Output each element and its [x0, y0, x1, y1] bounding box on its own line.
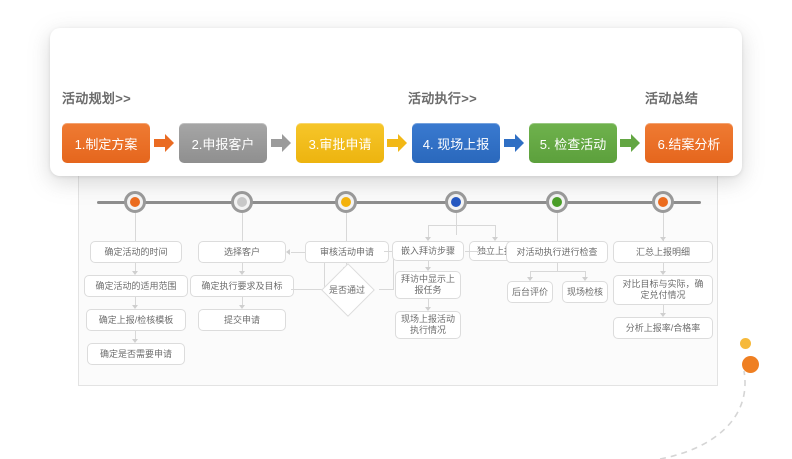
timeline-stem [663, 213, 664, 243]
step-arrow-icon-3 [387, 134, 407, 152]
arrow-down-icon [425, 307, 431, 311]
timeline-node-dot [552, 197, 562, 207]
step-arrow-icon-2 [271, 134, 291, 152]
flow-box[interactable]: 现场检核 [562, 281, 608, 303]
timeline-node-dot [237, 197, 247, 207]
arrow-down-icon [132, 305, 138, 309]
step-chip-4[interactable]: 4. 现场上报 [412, 123, 500, 163]
decorative-dot-small [740, 338, 751, 349]
arrow-down-icon [660, 271, 666, 275]
connector [291, 289, 325, 290]
timeline-axis [97, 201, 701, 204]
flowchart-panel: 确定活动的时间 确定活动的适用范围 确定上报/检核模板 确定是否需要申请 选择客… [78, 162, 718, 386]
process-overview-card: 活动规划>> 活动执行>> 活动总结 1.制定方案 2.申报客户 3.审批申请 … [50, 28, 742, 176]
connector [663, 305, 664, 313]
connector [384, 251, 394, 252]
step-arrow-icon-1 [154, 134, 174, 152]
flow-box[interactable]: 对活动执行进行检查 [506, 241, 608, 263]
decorative-dot-large [742, 356, 759, 373]
connector [242, 263, 243, 271]
flow-decision-label: 是否通过 [328, 284, 365, 295]
step-chip-2[interactable]: 2.申报客户 [179, 123, 267, 163]
flow-box[interactable]: 提交申请 [198, 309, 286, 331]
connector [428, 225, 429, 237]
decorative-swoosh [659, 370, 746, 459]
connector [585, 271, 586, 277]
stage-label-execution: 活动执行>> [408, 91, 477, 106]
connector [663, 263, 664, 271]
flow-box[interactable]: 分析上报率/合格率 [613, 317, 713, 339]
arrow-down-icon [132, 339, 138, 343]
stage-label-planning: 活动规划>> [62, 91, 131, 106]
step-chip-5[interactable]: 5. 检查活动 [529, 123, 617, 163]
arrow-down-icon [660, 237, 666, 241]
flow-box[interactable]: 嵌入拜访步骤 [392, 241, 464, 261]
stage-label-summary: 活动总结 [645, 91, 699, 106]
connector [135, 263, 136, 271]
arrow-down-icon [425, 267, 431, 271]
timeline-stem [242, 213, 243, 243]
timeline-node-5[interactable] [546, 191, 568, 213]
flow-box[interactable]: 拜访中显示上 报任务 [395, 271, 461, 299]
timeline-node-dot [341, 197, 351, 207]
flow-box[interactable]: 确定上报/检核模板 [86, 309, 186, 331]
arrow-down-icon [582, 277, 588, 281]
connector [456, 213, 457, 225]
timeline-node-3[interactable] [335, 191, 357, 213]
flow-box[interactable]: 确定活动的适用范围 [84, 275, 188, 297]
flow-box[interactable]: 现场上报活动 执行情况 [395, 311, 461, 339]
flow-box[interactable]: 汇总上报明细 [613, 241, 713, 263]
timeline-node-dot [658, 197, 668, 207]
flow-decision[interactable]: 是否通过 [311, 263, 383, 317]
step-chip-3[interactable]: 3.审批申请 [296, 123, 384, 163]
flow-box[interactable]: 对比目标与实际，确 定兑付情况 [613, 275, 713, 305]
flow-box[interactable]: 审核活动申请 [305, 241, 389, 263]
timeline-node-6[interactable] [652, 191, 674, 213]
arrow-down-icon [660, 313, 666, 317]
step-chip-1[interactable]: 1.制定方案 [62, 123, 150, 163]
connector [135, 331, 136, 339]
connector [495, 225, 496, 237]
timeline-node-1[interactable] [124, 191, 146, 213]
flow-box[interactable]: 确定执行要求及目标 [190, 275, 294, 297]
arrow-down-icon [132, 271, 138, 275]
connector [428, 225, 495, 226]
timeline-node-2[interactable] [231, 191, 253, 213]
timeline-stem [135, 213, 136, 243]
step-arrow-icon-5 [620, 134, 640, 152]
arrow-down-icon [492, 237, 498, 241]
connector [324, 252, 325, 290]
arrow-down-icon [527, 277, 533, 281]
timeline-stem [346, 213, 347, 243]
timeline-node-dot [130, 197, 140, 207]
flow-box[interactable]: 后台评价 [507, 281, 553, 303]
connector [530, 271, 531, 277]
arrow-down-icon [425, 237, 431, 241]
step-chip-6[interactable]: 6.结案分析 [645, 123, 733, 163]
timeline-stem [557, 213, 558, 243]
connector [379, 289, 394, 290]
connector [557, 263, 558, 271]
flow-box[interactable]: 确定是否需要申请 [87, 343, 185, 365]
connector [242, 297, 243, 305]
timeline-node-dot [451, 197, 461, 207]
flow-box[interactable]: 确定活动的时间 [90, 241, 182, 263]
connector [530, 271, 585, 272]
connector [428, 299, 429, 307]
arrow-down-icon [239, 305, 245, 309]
connector [135, 297, 136, 305]
arrow-left-icon [286, 249, 290, 255]
step-arrow-icon-4 [504, 134, 524, 152]
arrow-down-icon [239, 271, 245, 275]
connector [465, 251, 487, 252]
connector [393, 251, 394, 289]
timeline-node-4[interactable] [445, 191, 467, 213]
flow-box[interactable]: 选择客户 [198, 241, 286, 263]
connector [428, 261, 429, 267]
